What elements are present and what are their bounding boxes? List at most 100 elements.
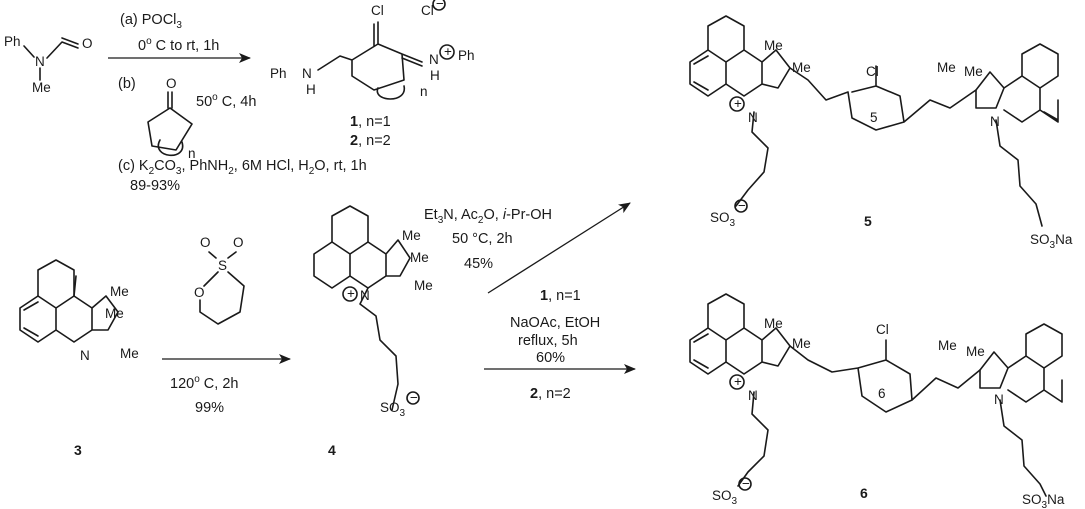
compound-6-minus-circle bbox=[738, 477, 752, 491]
compound-3-me-1: Me bbox=[105, 306, 124, 321]
compound-6-n-right: N bbox=[994, 392, 1004, 407]
anil-bonds bbox=[317, 21, 423, 100]
compound-4-me-1: Me bbox=[402, 228, 421, 243]
compound-2-label: 2, n=2 bbox=[350, 133, 391, 149]
reaction-2-yield: 99% bbox=[195, 400, 224, 416]
reaction-3-conditions: Et3N, Ac2O, i-Pr-OH 50 °C, 2h 45% 1, n=1 bbox=[424, 207, 581, 304]
compound-6-so3na: SO3Na bbox=[1022, 492, 1065, 509]
compound-3-label: 3 bbox=[74, 442, 82, 458]
anil-ph-left: Ph bbox=[270, 66, 287, 81]
compound-5-cl: Cl bbox=[866, 64, 879, 79]
compound-4-minus-circle bbox=[406, 391, 420, 405]
sultone-bonds bbox=[199, 251, 245, 325]
compound-5-n-left: N bbox=[748, 110, 758, 125]
compound-6-me-2: Me bbox=[792, 336, 811, 351]
compound-4-plus: + bbox=[347, 286, 355, 301]
reaction-3-partner: 1, n=1 bbox=[540, 288, 581, 304]
compound-5-so3na: SO3Na bbox=[1030, 232, 1073, 251]
anil-cl-charge: − bbox=[436, 0, 444, 11]
ketone-n-label: n bbox=[188, 146, 196, 161]
compound-5-so3-left: SO3 bbox=[710, 210, 736, 229]
compound-6-plus: + bbox=[734, 374, 742, 389]
compound-5-molecule: Me Me Me Me Cl 5 N + N SO3 − SO3Na 5 bbox=[689, 15, 1073, 251]
compound-1-2-labels: 1, n=1 2, n=2 bbox=[350, 114, 391, 149]
compound-3-me-3: Me bbox=[120, 346, 139, 361]
anil-plus-circle bbox=[439, 44, 455, 60]
sultone-o-ring: O bbox=[194, 285, 205, 300]
reaction-3-temperature: 50 °C, 2h bbox=[452, 231, 513, 247]
dmf-molecule: Ph N Me O bbox=[4, 34, 93, 95]
bis-anil-molecule: Ph N H Cl Cl − N H + Ph n bbox=[270, 0, 475, 100]
dmf-o-label: O bbox=[82, 36, 93, 51]
compound-4-plus-circle bbox=[342, 286, 358, 302]
compound-6-me-3: Me bbox=[938, 338, 957, 353]
anil-minus-circle bbox=[432, 0, 446, 11]
compound-5-right-rings bbox=[975, 43, 1059, 123]
anil-ph-right: Ph bbox=[458, 48, 475, 63]
reaction-4-yield: 60% bbox=[536, 350, 565, 366]
dmf-n-label: N bbox=[35, 54, 45, 69]
compound-3-top-ring bbox=[37, 259, 75, 297]
ketone-ring-bonds bbox=[147, 91, 193, 151]
compound-5-chains bbox=[735, 111, 1043, 227]
sultone-o-2: O bbox=[233, 235, 244, 250]
compound-4-molecule: Me Me Me N + SO3 − 4 bbox=[313, 205, 433, 458]
compound-6-me-1: Me bbox=[764, 316, 783, 331]
compound-6-minus: − bbox=[742, 476, 750, 491]
step-c-text: (c) K2CO3, PhNH2, 6M HCl, H2O, rt, 1h bbox=[118, 158, 367, 177]
compound-4-rings bbox=[313, 239, 411, 289]
compound-6-label: 6 bbox=[860, 485, 868, 501]
reaction-2-temperature: 120o C, 2h bbox=[170, 374, 238, 392]
dmf-ph-label: Ph bbox=[4, 34, 21, 49]
dmf-me-label: Me bbox=[32, 80, 51, 95]
anil-n-left: N bbox=[302, 66, 312, 81]
compound-3-molecule: Me Me N Me 3 bbox=[19, 259, 139, 458]
dmf-bonds bbox=[23, 37, 79, 81]
compound-5-me-1: Me bbox=[764, 38, 783, 53]
step-a-text: (a) POCl3 bbox=[120, 12, 182, 31]
compound-3-me-2: Me bbox=[110, 284, 129, 299]
reaction-arrow-3 bbox=[487, 202, 631, 294]
reaction-4-conditions: NaOAc, EtOH reflux, 5h 60% 2, n=2 bbox=[510, 315, 600, 402]
sultone-o-1: O bbox=[200, 235, 211, 250]
step-b-text: (b) bbox=[118, 76, 136, 92]
compound-5-minus-circle bbox=[734, 199, 748, 213]
compound-4-label: 4 bbox=[328, 442, 336, 458]
reaction-3-reagents: Et3N, Ac2O, i-Pr-OH bbox=[424, 207, 552, 226]
compound-4-me-2: Me bbox=[410, 250, 429, 265]
reaction-2-conditions: 120o C, 2h 99% bbox=[170, 374, 238, 416]
sultone-molecule: O O S O bbox=[194, 235, 245, 325]
sultone-s: S bbox=[218, 258, 227, 273]
anil-cl-counterion: Cl bbox=[421, 3, 434, 18]
compound-5-me-3: Me bbox=[937, 60, 956, 75]
compound-5-plus: + bbox=[734, 96, 742, 111]
compound-5-label: 5 bbox=[864, 213, 872, 229]
compound-6-me-4: Me bbox=[966, 344, 985, 359]
compound-6-plus-circle bbox=[729, 374, 745, 390]
reaction-4-temperature: reflux, 5h bbox=[518, 333, 578, 349]
reaction-4-partner: 2, n=2 bbox=[530, 386, 571, 402]
anil-n-right: N bbox=[429, 52, 439, 67]
anil-plus-charge: + bbox=[444, 44, 452, 59]
compound-6-polymethine bbox=[789, 339, 981, 413]
reaction-1-conditions: (a) POCl3 0o C to rt, 1h (b) 50o C, 4h (… bbox=[118, 12, 367, 194]
compound-1-label: 1, n=1 bbox=[350, 114, 391, 130]
anil-n-subscript: n bbox=[420, 84, 428, 99]
compound-5-polymethine bbox=[789, 65, 977, 131]
anil-h-right: H bbox=[430, 68, 440, 83]
ketone-o-label: O bbox=[166, 76, 177, 91]
compound-6-n-left: N bbox=[748, 388, 758, 403]
compound-5-plus-circle bbox=[729, 96, 745, 112]
reaction-4-reagents: NaOAc, EtOH bbox=[510, 315, 600, 331]
compound-6-molecule: Me Me Me Me Cl 6 N + N SO3 − SO3Na 6 bbox=[689, 293, 1065, 509]
compound-3-n: N bbox=[80, 348, 90, 363]
step-b-conditions: 50o C, 4h bbox=[196, 92, 256, 110]
compound-4-minus: − bbox=[410, 390, 418, 405]
reaction-3-yield: 45% bbox=[464, 256, 493, 272]
compound-5-ring-label: 5 bbox=[870, 110, 878, 125]
compound-3-rings bbox=[19, 275, 119, 343]
compound-4-chain bbox=[331, 205, 399, 411]
compound-5-left-rings bbox=[689, 15, 791, 97]
compound-6-chains bbox=[737, 391, 1047, 497]
